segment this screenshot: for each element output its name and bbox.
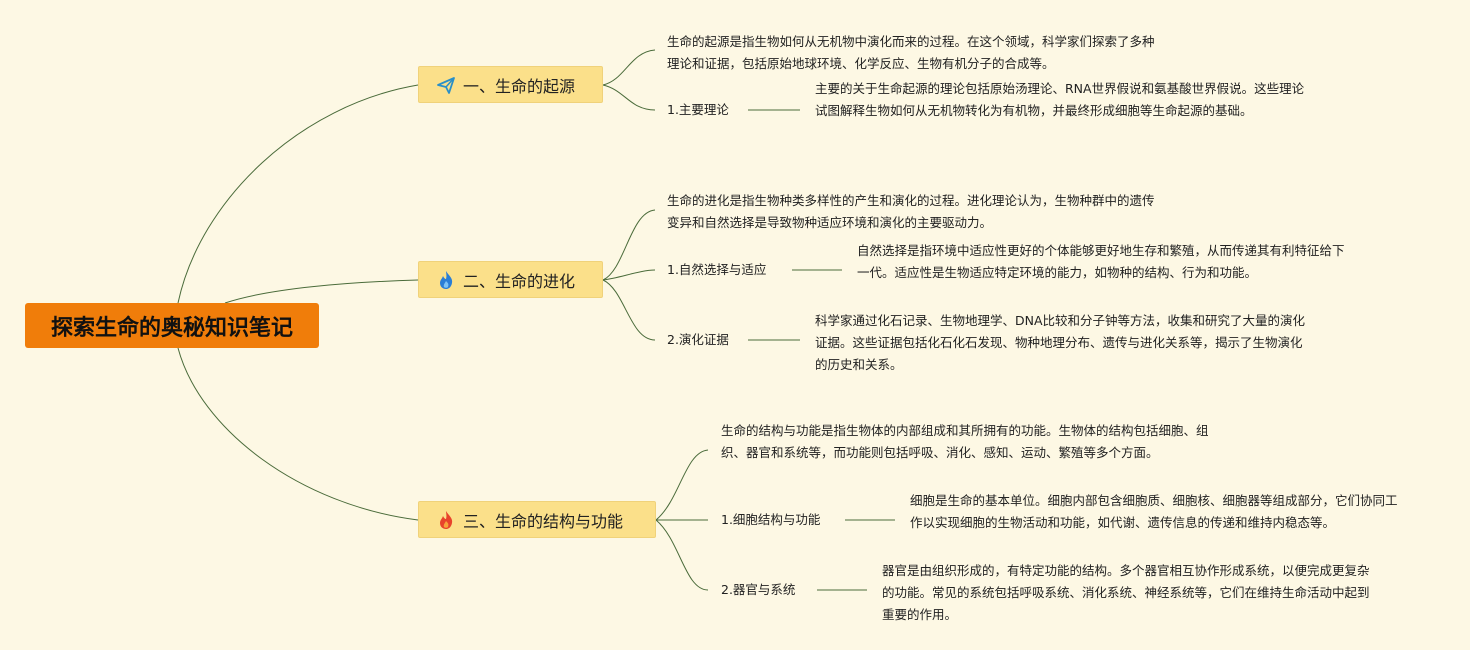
topic-label: 三、生命的结构与功能 <box>463 511 624 531</box>
subtopic-label[interactable]: 2.演化证据 <box>667 332 729 347</box>
subtopic-label[interactable]: 1.细胞结构与功能 <box>721 512 821 527</box>
topic-structure-function[interactable]: 三、生命的结构与功能 <box>418 501 656 538</box>
topic-origin[interactable]: 一、生命的起源 <box>418 66 603 103</box>
subtopic-label[interactable]: 1.主要理论 <box>667 102 729 117</box>
topic-label: 二、生命的进化 <box>463 271 576 291</box>
subtopic-detail: 器官是由组织形成的，有特定功能的结构。多个器官相互协作形成系统，以便完成更复杂的… <box>882 563 1370 622</box>
paper-plane-icon <box>435 74 457 96</box>
subtopic-label[interactable]: 1.自然选择与适应 <box>667 262 767 277</box>
root-topic[interactable]: 探索生命的奥秘知识笔记 <box>25 303 319 348</box>
subtopic-detail: 主要的关于生命起源的理论包括原始汤理论、RNA世界假说和氨基酸世界假说。这些理论… <box>815 81 1305 118</box>
red-flame-icon <box>435 509 457 531</box>
root-title: 探索生命的奥秘知识笔记 <box>50 315 293 341</box>
subtopic-detail: 科学家通过化石记录、生物地理学、DNA比较和分子钟等方法，收集和研究了大量的演化… <box>815 313 1306 372</box>
subtopic-detail: 自然选择是指环境中适应性更好的个体能够更好地生存和繁殖，从而传递其有利特征给下一… <box>857 243 1345 280</box>
blue-flame-icon <box>435 269 457 291</box>
topic-label: 一、生命的起源 <box>463 76 576 96</box>
topic-evolution[interactable]: 二、生命的进化 <box>418 261 603 298</box>
subtopic-detail: 细胞是生命的基本单位。细胞内部包含细胞质、细胞核、细胞器等组成部分，它们协同工作… <box>910 493 1398 530</box>
topic-summary: 生命的进化是指生物种类多样性的产生和演化的过程。进化理论认为，生物种群中的遗传变… <box>667 193 1155 230</box>
topic-summary: 生命的起源是指生物如何从无机物中演化而来的过程。在这个领域，科学家们探索了多种理… <box>667 34 1155 71</box>
subtopic-label[interactable]: 2.器官与系统 <box>721 582 796 597</box>
topic-summary: 生命的结构与功能是指生物体的内部组成和其所拥有的功能。生物体的结构包括细胞、组织… <box>721 423 1209 460</box>
